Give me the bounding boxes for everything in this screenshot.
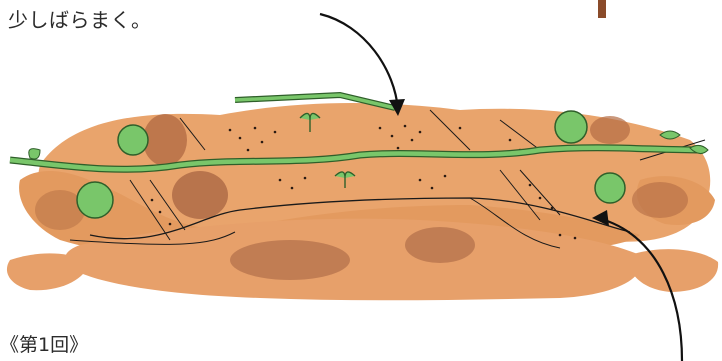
wooden-stake-icon — [598, 0, 606, 18]
episode-label: 《第1回》 — [0, 330, 88, 357]
